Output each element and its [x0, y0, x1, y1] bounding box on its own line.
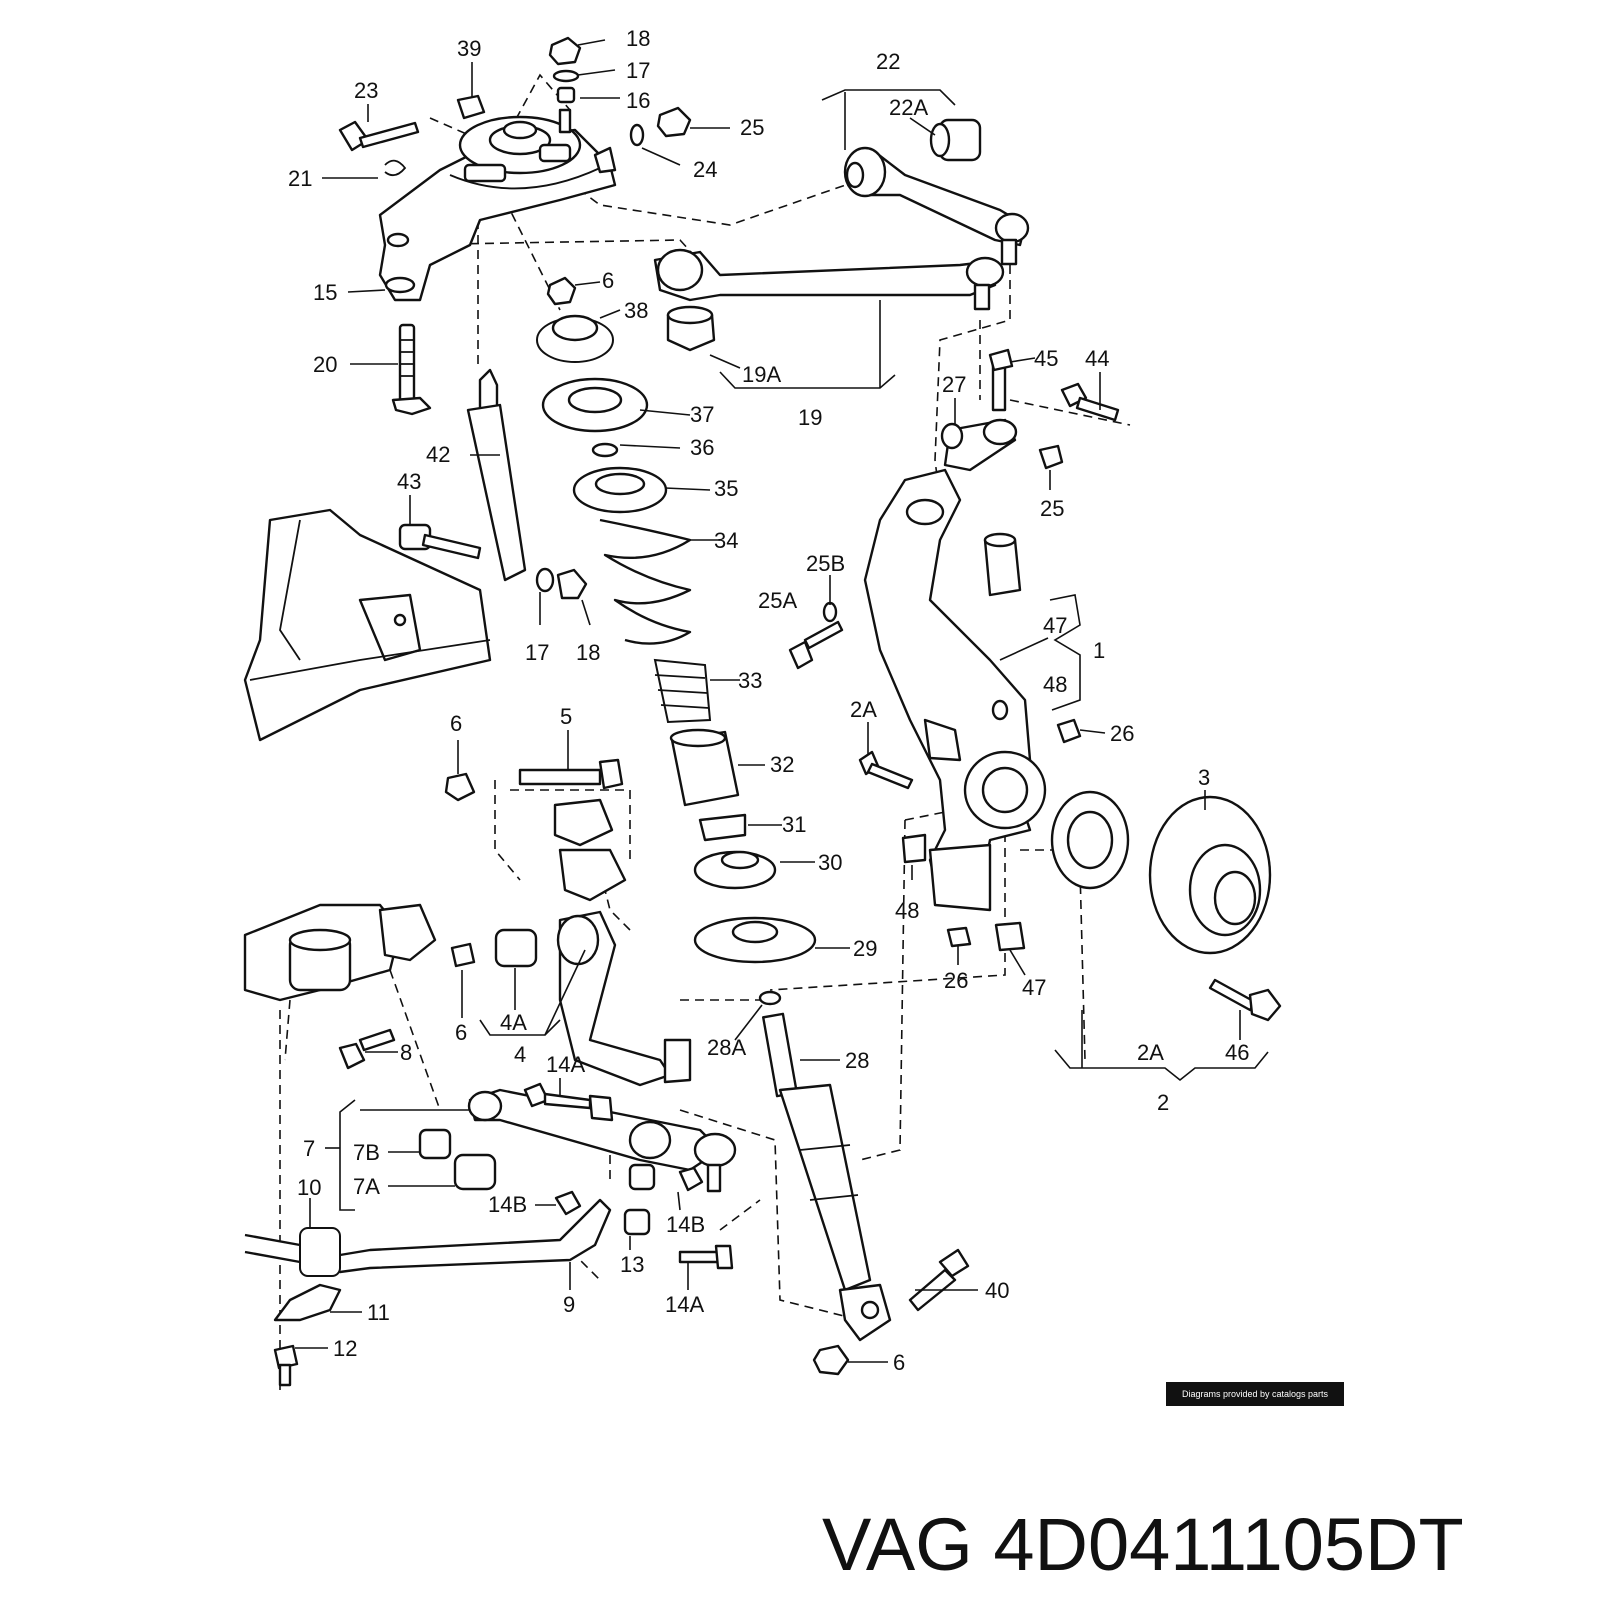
subframe-lower: [243, 903, 437, 1070]
callout-label: 27: [942, 372, 966, 397]
callout-label: 14A: [546, 1052, 585, 1077]
wheel-bearing-hub: [1050, 790, 1282, 1022]
upper-control-arm-22: [843, 118, 1030, 266]
callout-label: 7B: [353, 1140, 380, 1165]
callout-label: 35: [714, 476, 738, 501]
callout-label: 25: [740, 115, 764, 140]
callout-label: 43: [397, 469, 421, 494]
callout-label: 32: [770, 752, 794, 777]
stud-bolt-20: [391, 323, 432, 416]
callout-label: 11: [367, 1300, 390, 1325]
callout-label: 13: [620, 1252, 644, 1277]
callout-labels: 18 39 17 23 16 25 24 21 22 22A 15 6 38 2…: [288, 26, 1249, 1375]
lower-control-arm-7: [418, 1082, 737, 1270]
callout-label: 44: [1085, 346, 1109, 371]
callout-label: 14A: [665, 1292, 704, 1317]
callout-label: 14B: [666, 1212, 705, 1237]
callout-label: 48: [895, 898, 919, 923]
callout-label: 21: [288, 166, 312, 191]
steering-knuckle-1: [788, 348, 1120, 952]
callout-label: 25A: [758, 588, 797, 613]
spring-strut-stack: [536, 276, 817, 1006]
callout-label: 39: [457, 36, 481, 61]
callout-label: 30: [818, 850, 842, 875]
callout-label: 26: [1110, 721, 1134, 746]
lower-control-arm-4: [444, 758, 692, 1087]
callout-label: 25: [1040, 496, 1064, 521]
callout-label: 45: [1034, 346, 1058, 371]
callout-label: 7A: [353, 1174, 380, 1199]
callout-label: 36: [690, 435, 714, 460]
callout-label: 33: [738, 668, 762, 693]
callout-label: 22: [876, 49, 900, 74]
callout-label: 48: [1043, 672, 1067, 697]
callout-label: 17: [626, 58, 650, 83]
stabilizer-link-42: [398, 368, 588, 600]
callout-label: 24: [693, 157, 717, 182]
shock-absorber-28: [762, 1012, 970, 1376]
callout-label: 19: [798, 405, 822, 430]
callout-label: 2A: [1137, 1040, 1164, 1065]
callout-label: 5: [560, 704, 572, 729]
callout-label: 4: [514, 1042, 526, 1067]
callout-label: 8: [400, 1040, 412, 1065]
callout-label: 31: [782, 812, 806, 837]
callout-label: 16: [626, 88, 650, 113]
callout-label: 15: [313, 280, 337, 305]
upper-control-arm-19: [653, 248, 1005, 352]
callout-label: 12: [333, 1336, 357, 1361]
callout-label: 38: [624, 298, 648, 323]
callout-label: 18: [626, 26, 650, 51]
callout-label: 4A: [500, 1010, 527, 1035]
callout-label: 6: [455, 1020, 467, 1045]
callout-label: 26: [944, 968, 968, 993]
upper-strut-mount: [338, 36, 692, 302]
callout-label: 42: [426, 442, 450, 467]
callout-label: 1: [1093, 638, 1105, 663]
callout-label: 6: [450, 711, 462, 736]
diagram-credit-badge: Diagrams provided by catalogs parts: [1166, 1382, 1344, 1406]
stabilizer-bar-9: [244, 1198, 612, 1387]
callout-label: 20: [313, 352, 337, 377]
callout-label: 2A: [850, 697, 877, 722]
callout-label: 25B: [806, 551, 845, 576]
callout-label: 18: [576, 640, 600, 665]
subframe-carrier: [243, 508, 492, 742]
callout-label: 22A: [889, 95, 928, 120]
callout-label: 9: [563, 1292, 575, 1317]
callout-label: 47: [1043, 613, 1067, 638]
callout-label: 28: [845, 1048, 869, 1073]
callout-label: 17: [525, 640, 549, 665]
callout-label: 34: [714, 528, 738, 553]
callout-label: 3: [1198, 765, 1210, 790]
callout-label: 7: [303, 1136, 315, 1161]
callout-label: 37: [690, 402, 714, 427]
callout-label: 46: [1225, 1040, 1249, 1065]
part-number-title: VAG 4D0411105DT: [822, 1503, 1464, 1586]
callout-label: 2: [1157, 1090, 1169, 1115]
callout-label: 47: [1022, 975, 1046, 1000]
callout-label: 23: [354, 78, 378, 103]
callout-label: 6: [893, 1350, 905, 1375]
callout-label: 40: [985, 1278, 1009, 1303]
callout-label: 28A: [707, 1035, 746, 1060]
callout-label: 10: [297, 1175, 321, 1200]
callout-label: 19A: [742, 362, 781, 387]
callout-label: 14B: [488, 1192, 527, 1217]
callout-label: 6: [602, 268, 614, 293]
leader-lines: [295, 39, 1269, 1363]
callout-label: 29: [853, 936, 877, 961]
